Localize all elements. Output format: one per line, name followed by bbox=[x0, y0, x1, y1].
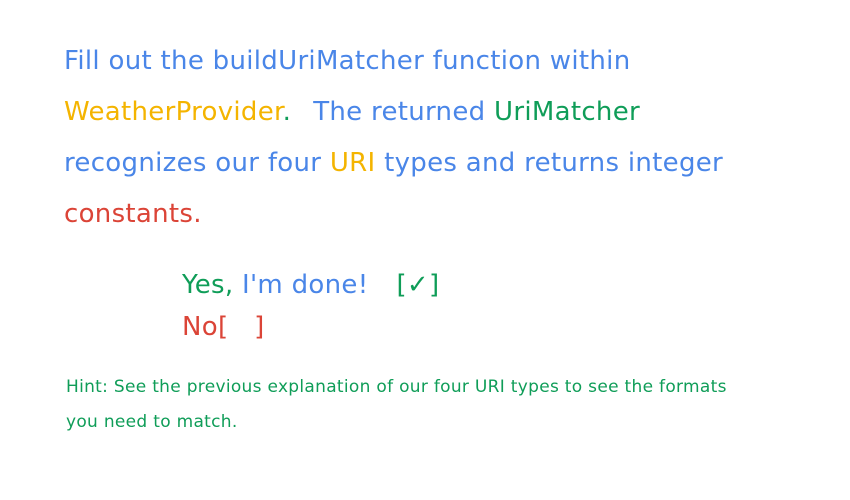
instruction-line-2: WeatherProvider. The returned UriMatcher bbox=[64, 95, 640, 129]
weather-provider-keyword: WeatherProvider bbox=[64, 97, 283, 127]
option-no-label: No bbox=[182, 312, 218, 342]
instruction-period: . bbox=[282, 97, 292, 127]
option-yes-checkbox[interactable]: [✓] bbox=[396, 270, 440, 300]
option-no[interactable]: No[ ] bbox=[182, 310, 265, 344]
instruction-types-text: types and returns integer bbox=[384, 148, 724, 178]
option-no-checkbox[interactable]: [ ] bbox=[217, 312, 265, 342]
urimatcher-keyword: UriMatcher bbox=[494, 97, 640, 127]
instruction-final-period: . bbox=[193, 199, 202, 229]
instruction-line-1-text: Fill out the buildUriMatcher function wi… bbox=[64, 46, 631, 76]
option-yes[interactable]: Yes, I'm done! [✓] bbox=[182, 268, 439, 302]
option-yes-done-text: I'm done! bbox=[242, 270, 369, 300]
constants-keyword: constants bbox=[64, 199, 194, 229]
option-yes-word: Yes bbox=[182, 270, 225, 300]
hint-line-1: Hint: See the previous explanation of ou… bbox=[66, 377, 727, 397]
instruction-line-1: Fill out the buildUriMatcher function wi… bbox=[64, 44, 630, 78]
option-yes-comma: , bbox=[224, 270, 243, 300]
instruction-line-3: recognizes our four URI types and return… bbox=[64, 146, 723, 180]
instruction-returned-text: The returned bbox=[313, 97, 486, 127]
instruction-recognizes-text: recognizes our four bbox=[64, 148, 322, 178]
hint-line-2: you need to match. bbox=[66, 412, 238, 432]
uri-keyword: URI bbox=[329, 148, 376, 178]
instruction-line-4: constants. bbox=[64, 197, 202, 231]
